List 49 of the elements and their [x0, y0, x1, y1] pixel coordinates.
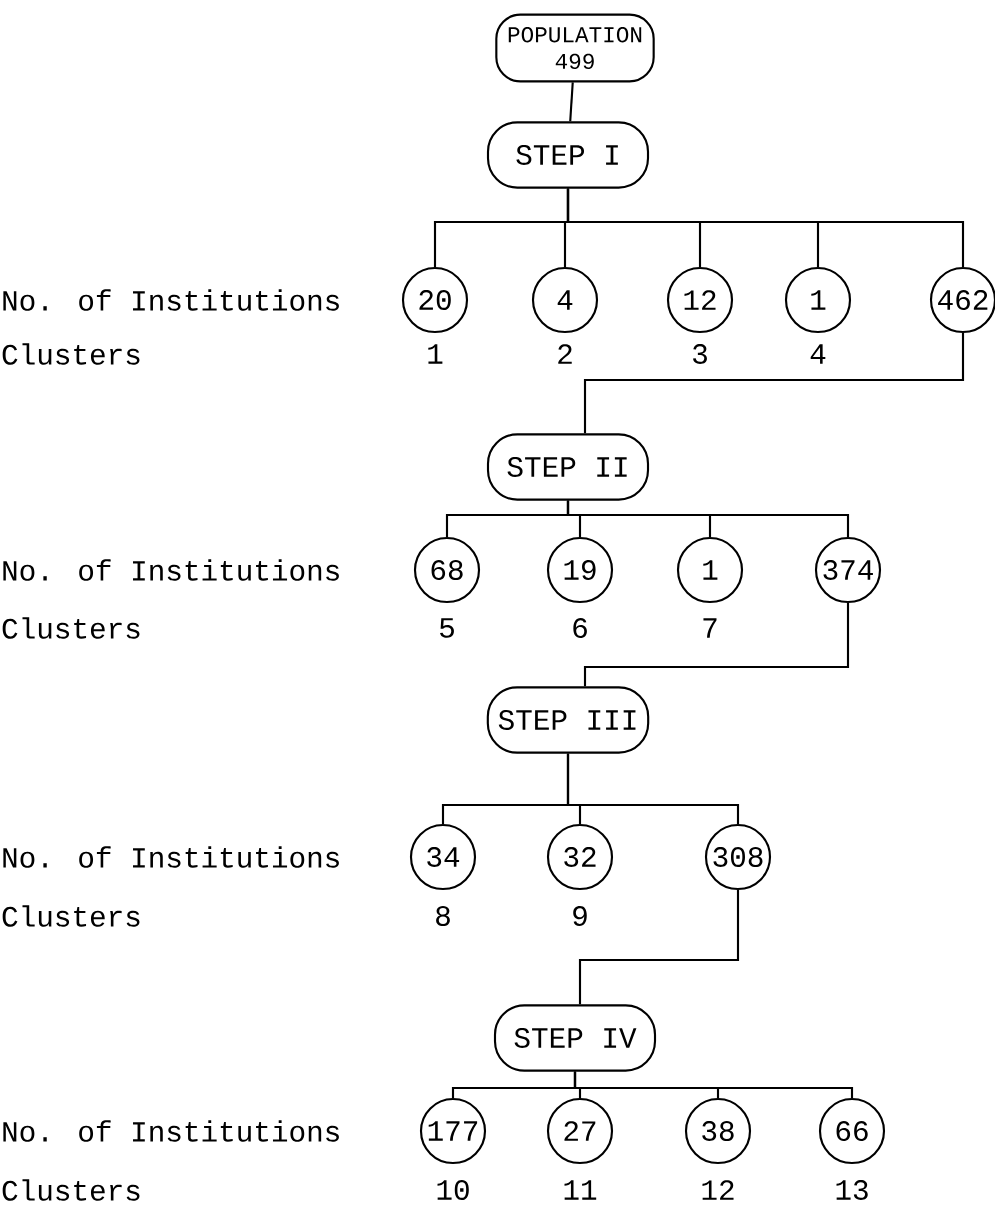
- circle-node: 308: [704, 823, 772, 891]
- circle-node: 1: [676, 536, 744, 604]
- rounded-box: STEP III: [486, 686, 650, 754]
- cluster-number: 1: [428, 344, 443, 364]
- cluster-number: 3: [693, 344, 707, 364]
- row-label: Clusters: [2, 343, 140, 365]
- cluster-number: 8: [436, 906, 450, 926]
- connector-line: [583, 333, 965, 434]
- cluster-number: 5: [440, 618, 454, 638]
- connector-line: [583, 603, 850, 687]
- cluster-number: 7: [703, 618, 717, 638]
- cluster-number: 12: [702, 1180, 734, 1200]
- row-label: Clusters: [2, 905, 140, 927]
- connector-line: [578, 890, 740, 1005]
- connector-line: [566, 188, 965, 267]
- rounded-box: STEP IV: [493, 1004, 657, 1072]
- cluster-number: 9: [573, 906, 587, 926]
- connector-line: [569, 82, 574, 122]
- cluster-number: 4: [810, 344, 826, 364]
- row-label: No. of Institutions: [3, 559, 339, 581]
- circle-node: 66: [818, 1097, 886, 1165]
- circle-node: 34: [409, 823, 477, 891]
- circle-node: 19: [546, 536, 614, 604]
- circle-node: 27: [546, 1097, 614, 1165]
- row-label: Clusters: [2, 1179, 140, 1201]
- row-label: No. of Institutions: [3, 1120, 339, 1142]
- circle-node: 4: [531, 266, 599, 334]
- rounded-box: STEP I: [486, 121, 650, 189]
- row-label: No. of Institutions: [3, 846, 339, 868]
- cluster-number: 13: [836, 1180, 868, 1200]
- rounded-box: STEP II: [486, 433, 650, 501]
- connector-line: [566, 753, 740, 824]
- circle-node: 38: [684, 1097, 752, 1165]
- cluster-number: 10: [437, 1180, 469, 1200]
- connector-line: [566, 500, 850, 537]
- cluster-number: 11: [564, 1180, 597, 1200]
- circle-node: 1: [784, 266, 852, 334]
- cluster-number: 2: [558, 344, 572, 364]
- circle-node: 20: [401, 266, 469, 334]
- circle-node: 12: [666, 266, 734, 334]
- row-label: No. of Institutions: [3, 289, 339, 311]
- circle-node: 32: [546, 823, 614, 891]
- circle-node: 177: [419, 1097, 487, 1165]
- rounded-box: POPULATION 499: [495, 13, 655, 83]
- circle-node: 68: [413, 536, 481, 604]
- cluster-number: 6: [573, 618, 587, 638]
- row-label: Clusters: [2, 617, 140, 639]
- connector-line: [573, 1071, 854, 1098]
- circle-node: 374: [814, 536, 882, 604]
